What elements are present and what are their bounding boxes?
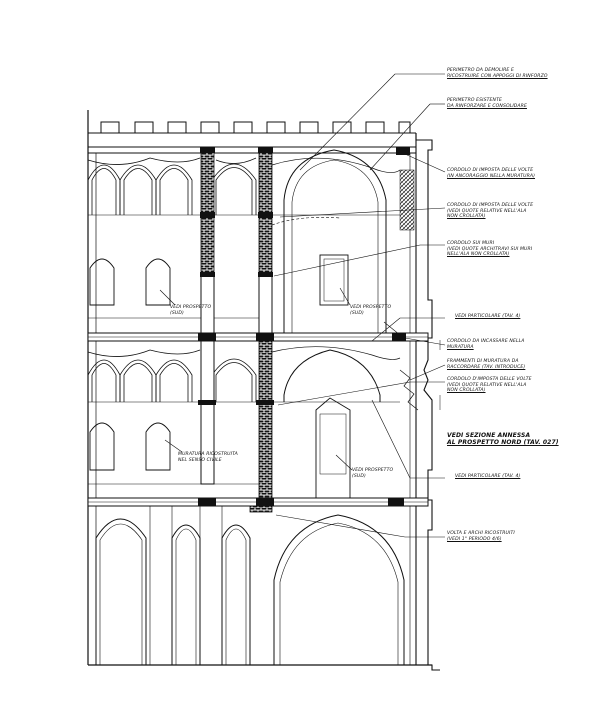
- note-line: RICOSTRUIRE CON APPOGGI DI RINFORZO: [447, 73, 548, 79]
- note-line: (VEDI QUOTE ARCHITRAVI SUI MURI: [447, 246, 533, 252]
- middle-floor-vaults: [87, 349, 257, 402]
- note-line: VEDI PROSPETTO: [350, 305, 392, 310]
- note-line: VEDI PARTICOLARE (TAV. 4): [455, 314, 521, 319]
- note-line: VEDI SEZIONE ANNESSA: [447, 432, 531, 439]
- cordolo-blocks: [198, 147, 410, 506]
- note-line: (IN ANCORAGGIO NELLA MURATURA): [447, 173, 536, 179]
- note-line: CORDOLO DI IMPOSTA DELLE VOLTE: [447, 168, 534, 173]
- note-line: (VEDI 1° PERIODO 4/6): [447, 536, 502, 542]
- middle-large-arch: [283, 349, 381, 402]
- note-perimeter-demolish: PERIMETRO DA DEMOLIRE E RICOSTRUIRE CON …: [447, 68, 548, 79]
- note-line: MURATURA: [447, 344, 474, 350]
- note-prospetto-2: VEDI PROSPETTO (SUD): [350, 305, 391, 316]
- note-perimeter-existing: PERIMETRO ESISTENTE DA RINFORZARE E CONS…: [447, 98, 527, 109]
- leader-lines: [159, 73, 446, 538]
- note-line: VOLTA E ARCHI RICOSTRUITI: [447, 531, 515, 536]
- note-line: PERIMETRO ESISTENTE: [447, 98, 503, 103]
- stair-hatch: [399, 169, 415, 231]
- note-cordolo-imposta: CORDOLO D'IMPOSTA DELLE VOLTE (VEDI QUOT…: [447, 377, 532, 394]
- note-muratura-ricostruita: MURATURA RICOSTRUITA NEL SENSO CIVILE: [178, 452, 238, 463]
- note-line: PERIMETRO DA DEMOLIRE E: [447, 68, 514, 73]
- note-line: MURATURA RICOSTRUITA: [178, 452, 238, 457]
- note-line: NEL SENSO CIVILE: [178, 457, 222, 463]
- note-line: VEDI PARTICOLARE (TAV. 4): [455, 474, 521, 479]
- note-line: (SUD): [352, 473, 366, 479]
- note-cordolo-muri: CORDOLO SUI MURI (VEDI QUOTE ARCHITRAVI …: [447, 241, 532, 258]
- note-prospetto-3: VEDI PROSPETTO (SUD): [352, 468, 393, 479]
- note-frammenti-muratura: FRAMMENTI DI MURATURA DA RACCORDARE (TAV…: [447, 359, 525, 370]
- note-line: VEDI PROSPETTO: [352, 468, 394, 473]
- top-floor-vaults: [87, 157, 257, 215]
- note-sezione-annessa: VEDI SEZIONE ANNESSA AL PROSPETTO NORD (…: [447, 432, 559, 446]
- note-line: (VEDI QUOTE RELATIVE NELL'ALA: [447, 208, 527, 214]
- brick-piers: [200, 146, 273, 513]
- note-prospetto-1: VEDI PROSPETTO (SUD): [170, 305, 211, 316]
- note-line: RACCORDARE (TAV. INTRODUCE): [447, 364, 526, 370]
- top-large-arch: [283, 149, 387, 333]
- top-floor-windows: [89, 254, 349, 306]
- note-line: CORDOLO DI IMPOSTA DELLE VOLTE: [447, 203, 534, 208]
- crenellated-parapet: [88, 121, 416, 134]
- note-cordolo-volte-1: CORDOLO DI IMPOSTA DELLE VOLTE (IN ANCOR…: [447, 168, 535, 179]
- ground-floor-arches: [95, 514, 405, 665]
- note-line: DA RINFORZARE E CONSOLIDARE: [447, 103, 527, 109]
- middle-floor-windows: [89, 397, 351, 498]
- note-line: CORDOLO D'IMPOSTA DELLE VOLTE: [447, 377, 532, 382]
- note-line: (SUD): [350, 310, 364, 316]
- note-line: NELL'ALA NON CROLLATA): [447, 252, 510, 258]
- note-cordolo-incassare: CORDOLO DA INCASSARE NELLA MURATURA: [447, 339, 525, 350]
- note-line: FRAMMENTI DI MURATURA DA: [447, 359, 519, 364]
- note-line: CORDOLO DA INCASSARE NELLA: [447, 339, 525, 344]
- note-line: CORDOLO SUI MURI: [447, 241, 495, 246]
- note-line: (SUD): [170, 310, 184, 316]
- note-line: NON CROLLATA): [447, 388, 486, 394]
- note-volta-archi: VOLTA E ARCHI RICOSTRUITI (VEDI 1° PERIO…: [447, 531, 515, 542]
- note-line: AL PROSPETTO NORD (TAV. 027): [447, 439, 559, 446]
- note-cordolo-volte-2: CORDOLO DI IMPOSTA DELLE VOLTE (VEDI QUO…: [447, 203, 533, 220]
- note-line: NON CROLLATA): [447, 214, 486, 220]
- right-wall-profile: [415, 133, 440, 671]
- note-particolare-2: VEDI PARTICOLARE (TAV. 4): [455, 474, 520, 480]
- note-particolare-1: VEDI PARTICOLARE (TAV. 4): [455, 314, 520, 320]
- note-line: (VEDI QUOTE RELATIVE NELL'ALA: [447, 382, 527, 388]
- note-line: VEDI PROSPETTO: [170, 305, 212, 310]
